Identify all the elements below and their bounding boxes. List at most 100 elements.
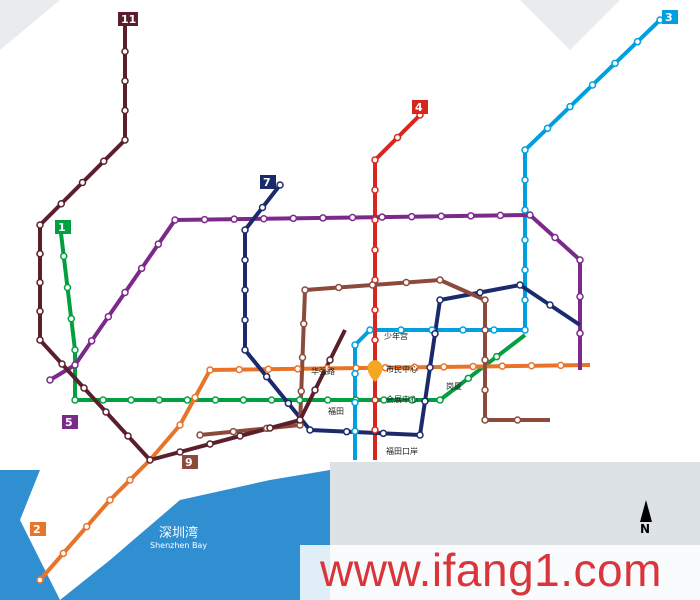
station-dot[interactable] xyxy=(521,146,529,154)
station-dot[interactable] xyxy=(289,214,298,223)
station-dot[interactable] xyxy=(459,326,467,334)
station-dot[interactable] xyxy=(87,337,96,345)
station-dot[interactable] xyxy=(467,212,475,220)
station-dot[interactable] xyxy=(498,362,507,370)
station-dot[interactable] xyxy=(267,396,276,404)
station-dot[interactable] xyxy=(121,288,129,297)
station-dot[interactable] xyxy=(476,288,484,297)
station-dot[interactable] xyxy=(408,396,416,404)
station-dot[interactable] xyxy=(241,316,249,324)
station-dot[interactable] xyxy=(371,336,379,344)
station-dot[interactable] xyxy=(121,77,129,85)
station-dot[interactable] xyxy=(293,365,302,373)
station-dot[interactable] xyxy=(557,361,565,370)
station-dot[interactable] xyxy=(371,216,379,224)
station-dot[interactable] xyxy=(241,256,249,264)
station-dot[interactable] xyxy=(319,214,327,222)
station-dot[interactable] xyxy=(183,396,192,404)
station-dot[interactable] xyxy=(402,278,410,287)
station-dot[interactable] xyxy=(36,250,44,258)
station-dot[interactable] xyxy=(102,408,110,416)
station-dot[interactable] xyxy=(71,361,79,369)
station-dot[interactable] xyxy=(351,341,359,349)
metro-line-4[interactable] xyxy=(373,113,422,460)
station-dot[interactable] xyxy=(464,374,473,383)
station-dot[interactable] xyxy=(46,376,54,384)
station-dot[interactable] xyxy=(335,283,343,292)
station-dot[interactable] xyxy=(146,456,154,464)
station-dot[interactable] xyxy=(481,416,489,424)
station-dot[interactable] xyxy=(36,221,44,229)
station-dot[interactable] xyxy=(576,329,584,338)
station-dot[interactable] xyxy=(239,396,248,404)
station-dot[interactable] xyxy=(211,396,220,404)
station-dot[interactable] xyxy=(490,326,498,334)
station-dot[interactable] xyxy=(378,213,386,221)
station-dot[interactable] xyxy=(300,320,308,328)
station-dot[interactable] xyxy=(379,429,388,438)
station-dot[interactable] xyxy=(351,427,359,435)
station-dot[interactable] xyxy=(121,136,129,144)
station-dot[interactable] xyxy=(36,336,44,344)
metro-line-2[interactable] xyxy=(38,363,591,582)
station-dot[interactable] xyxy=(492,352,501,361)
station-dot[interactable] xyxy=(323,396,332,404)
station-dot[interactable] xyxy=(521,266,529,274)
station-dot[interactable] xyxy=(137,264,146,273)
station-dot[interactable] xyxy=(527,362,536,370)
station-dot[interactable] xyxy=(176,421,184,429)
station-dot[interactable] xyxy=(36,307,44,315)
station-dot[interactable] xyxy=(260,215,268,223)
station-dot[interactable] xyxy=(241,286,249,294)
station-dot[interactable] xyxy=(236,432,244,440)
station-dot[interactable] xyxy=(71,396,79,404)
station-dot[interactable] xyxy=(326,356,334,364)
station-dot[interactable] xyxy=(121,106,129,115)
station-dot[interactable] xyxy=(264,365,273,373)
station-dot[interactable] xyxy=(371,396,379,404)
station-dot[interactable] xyxy=(393,133,402,142)
station-dot[interactable] xyxy=(284,399,293,408)
station-dot[interactable] xyxy=(296,416,304,424)
station-dot[interactable] xyxy=(348,213,357,222)
station-dot[interactable] xyxy=(297,387,305,395)
station-dot[interactable] xyxy=(241,226,249,234)
station-dot[interactable] xyxy=(176,448,184,456)
station-dot[interactable] xyxy=(521,296,529,304)
station-dot[interactable] xyxy=(124,432,132,440)
station-dot[interactable] xyxy=(191,393,199,402)
station-dot[interactable] xyxy=(436,296,444,304)
station-dot[interactable] xyxy=(63,283,72,292)
station-dot[interactable] xyxy=(298,353,307,362)
station-dot[interactable] xyxy=(295,396,304,404)
station-dot[interactable] xyxy=(481,296,489,304)
station-dot[interactable] xyxy=(78,178,87,187)
station-dot[interactable] xyxy=(206,440,214,448)
station-dot[interactable] xyxy=(80,384,88,392)
station-dot[interactable] xyxy=(371,246,379,254)
station-dot[interactable] xyxy=(342,427,351,436)
station-dot[interactable] xyxy=(551,233,559,242)
station-dot[interactable] xyxy=(526,211,534,219)
station-dot[interactable] xyxy=(154,240,163,248)
station-dot[interactable] xyxy=(521,326,529,334)
station-dot[interactable] xyxy=(481,386,489,394)
station-dot[interactable] xyxy=(416,431,424,439)
station-dot[interactable] xyxy=(206,366,214,374)
station-dot[interactable] xyxy=(100,157,108,165)
station-dot[interactable] xyxy=(301,286,309,294)
station-dot[interactable] xyxy=(60,252,68,260)
station-dot[interactable] xyxy=(566,102,574,111)
station-dot[interactable] xyxy=(440,363,448,371)
station-dot[interactable] xyxy=(436,396,444,404)
station-dot[interactable] xyxy=(543,124,552,133)
station-dot[interactable] xyxy=(481,326,489,334)
station-dot[interactable] xyxy=(611,59,619,68)
station-dot[interactable] xyxy=(431,330,439,338)
station-dot[interactable] xyxy=(230,215,238,223)
station-dot[interactable] xyxy=(58,360,66,368)
station-dot[interactable] xyxy=(371,306,379,314)
station-dot[interactable] xyxy=(588,81,597,89)
station-dot[interactable] xyxy=(121,47,129,56)
station-dot[interactable] xyxy=(371,186,379,194)
